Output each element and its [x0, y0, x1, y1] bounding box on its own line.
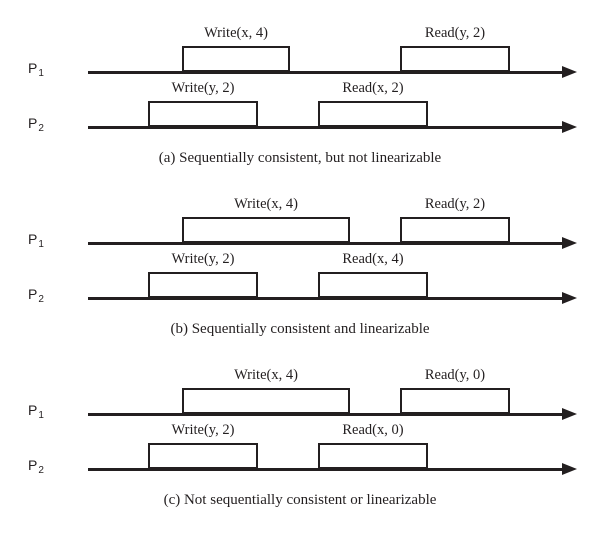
- operation-box: [318, 443, 428, 469]
- timeline-axis-c-1: [88, 413, 562, 416]
- operation-label: Read(y, 2): [424, 25, 486, 41]
- timeline-axis-a-2: [88, 126, 562, 129]
- operation-box: [148, 272, 258, 298]
- operation-box: [148, 101, 258, 127]
- process-label-text: P: [28, 60, 38, 76]
- process-label-c-1: P1: [28, 402, 44, 421]
- operation-label: Read(y, 2): [424, 196, 486, 212]
- process-label-c-2: P2: [28, 457, 44, 476]
- panel-caption-b: (b) Sequentially consistent and lineariz…: [170, 321, 430, 337]
- timeline-arrow-icon: [562, 66, 577, 78]
- process-label-subscript: 1: [38, 410, 44, 421]
- operation-label: Read(x, 4): [342, 251, 404, 267]
- timeline-arrow-icon: [562, 408, 577, 420]
- timeline-arrow-icon: [562, 237, 577, 249]
- process-label-text: P: [28, 286, 38, 302]
- operation-box: [400, 388, 510, 414]
- process-label-a-1: P1: [28, 60, 44, 79]
- operation-label: Write(x, 4): [234, 196, 298, 212]
- process-label-a-2: P2: [28, 115, 44, 134]
- timeline-arrow-icon: [562, 292, 577, 304]
- operation-label: Read(x, 2): [342, 80, 404, 96]
- process-label-b-1: P1: [28, 231, 44, 250]
- operation-label: Write(x, 4): [204, 25, 268, 41]
- operation-label: Read(y, 0): [424, 367, 486, 383]
- process-label-text: P: [28, 402, 38, 418]
- operation-box: [182, 46, 290, 72]
- operation-box: [400, 217, 510, 243]
- operation-box: [400, 46, 510, 72]
- process-label-text: P: [28, 231, 38, 247]
- timeline-axis-b-2: [88, 297, 562, 300]
- operation-box: [148, 443, 258, 469]
- process-label-subscript: 2: [38, 465, 44, 476]
- operation-box: [318, 101, 428, 127]
- timeline-arrow-icon: [562, 463, 577, 475]
- timeline-axis-a-1: [88, 71, 562, 74]
- operation-label: Write(x, 4): [234, 367, 298, 383]
- operation-box: [318, 272, 428, 298]
- operation-label: Write(y, 2): [171, 251, 235, 267]
- process-label-subscript: 1: [38, 239, 44, 250]
- operation-box: [182, 217, 350, 243]
- process-label-text: P: [28, 457, 38, 473]
- panel-caption-a: (a) Sequentially consistent, but not lin…: [158, 150, 442, 166]
- operation-box: [182, 388, 350, 414]
- process-label-b-2: P2: [28, 286, 44, 305]
- timeline-axis-c-2: [88, 468, 562, 471]
- timeline-arrow-icon: [562, 121, 577, 133]
- process-label-subscript: 1: [38, 68, 44, 79]
- process-label-text: P: [28, 115, 38, 131]
- operation-label: Read(x, 0): [342, 422, 404, 438]
- operation-label: Write(y, 2): [171, 422, 235, 438]
- timeline-axis-b-1: [88, 242, 562, 245]
- process-label-subscript: 2: [38, 294, 44, 305]
- operation-label: Write(y, 2): [171, 80, 235, 96]
- panel-caption-c: (c) Not sequentially consistent or linea…: [163, 492, 437, 508]
- process-label-subscript: 2: [38, 123, 44, 134]
